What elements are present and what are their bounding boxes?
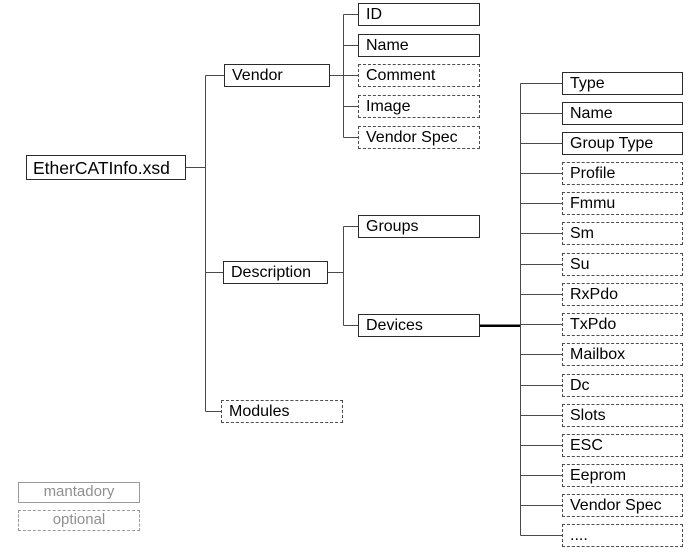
node-devices: Devices — [358, 314, 480, 337]
node-dc: Dc — [562, 374, 683, 397]
node-slots: Slots — [562, 404, 683, 427]
node-ethercatinfo-xsd: EtherCATInfo.xsd — [26, 155, 186, 180]
node-groups: Groups — [358, 215, 480, 238]
node-fmmu: Fmmu — [562, 192, 683, 215]
node-device-vendor-spec: Vendor Spec — [562, 494, 683, 517]
node-vendor: Vendor — [224, 64, 330, 87]
node-esc: ESC — [562, 434, 683, 457]
node-profile: Profile — [562, 162, 683, 185]
node-vendor-name: Name — [358, 34, 480, 57]
node-group-type: Group Type — [562, 132, 683, 155]
node-id: ID — [358, 3, 480, 26]
legend-mandatory: mantadory — [18, 482, 140, 503]
node-ellipsis: .... — [562, 524, 683, 547]
legend-optional: optional — [18, 510, 140, 531]
node-eeprom: Eeprom — [562, 464, 683, 487]
node-mailbox: Mailbox — [562, 343, 683, 366]
node-vendor-spec: Vendor Spec — [358, 126, 480, 149]
node-rxpdo: RxPdo — [562, 283, 683, 306]
node-su: Su — [562, 253, 683, 276]
node-txpdo: TxPdo — [562, 313, 683, 336]
node-comment: Comment — [358, 64, 480, 87]
node-image: Image — [358, 95, 480, 118]
node-sm: Sm — [562, 222, 683, 245]
node-type: Type — [562, 72, 683, 95]
node-device-name: Name — [562, 102, 683, 125]
node-description: Description — [223, 261, 328, 284]
node-modules: Modules — [221, 400, 343, 423]
